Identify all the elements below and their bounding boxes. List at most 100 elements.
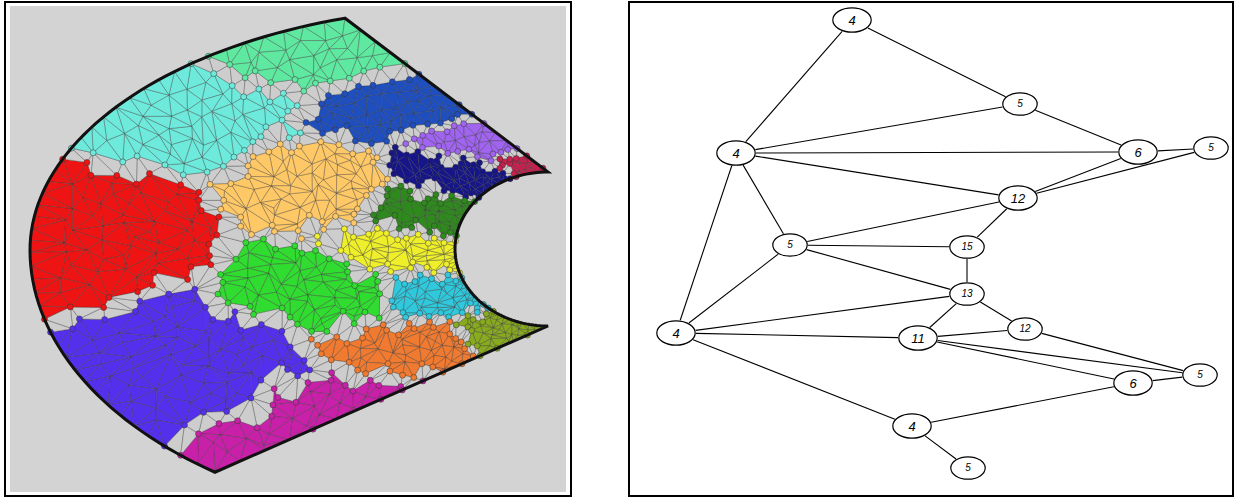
partition-vertex <box>431 235 437 241</box>
partition-vertex <box>407 188 413 194</box>
mesh-triangle <box>271 186 290 194</box>
partition-vertex <box>440 233 446 239</box>
partition-vertex <box>218 272 224 278</box>
partition-vertex <box>461 121 467 127</box>
mesh-triangle <box>271 186 289 199</box>
graph-edge <box>925 436 956 459</box>
partition-vertex <box>366 231 372 237</box>
partition-vertex <box>299 250 305 256</box>
partition-vertex <box>476 160 482 166</box>
partition-vertex <box>438 310 444 316</box>
partition-vertex <box>306 212 312 218</box>
node-ellipse <box>1194 137 1228 159</box>
partition-vertex <box>424 264 430 270</box>
partition-vertex <box>342 382 348 388</box>
partition-vertex <box>215 291 221 297</box>
partition-vertex <box>377 291 383 297</box>
partition-vertex <box>70 326 76 332</box>
partition-vertex <box>312 80 318 86</box>
partition-vertex <box>385 261 391 267</box>
partition-vertex <box>102 317 108 323</box>
partition-vertex <box>211 71 217 77</box>
partition-vertex <box>366 148 372 154</box>
partition-vertex <box>295 373 301 379</box>
partition-vertex <box>295 228 301 234</box>
mesh-triangle <box>126 246 156 269</box>
partition-vertex <box>352 138 358 144</box>
partition-vertex <box>344 341 350 347</box>
partition-vertex <box>216 421 222 427</box>
partition-vertex <box>305 380 311 386</box>
partition-vertex <box>513 155 519 161</box>
mesh-triangle <box>420 337 432 351</box>
mesh-triangle <box>381 92 398 108</box>
mesh-triangle <box>171 110 191 126</box>
partition-vertex <box>462 198 468 204</box>
partition-vertex <box>345 269 351 275</box>
partition-vertex <box>132 309 138 315</box>
partition-vertex <box>275 394 281 400</box>
partition-vertex <box>318 101 324 107</box>
partition-vertex <box>301 357 307 363</box>
partition-vertex <box>224 408 230 414</box>
partition-vertex <box>231 154 237 160</box>
partition-vertex <box>389 79 395 85</box>
partition-vertex <box>180 172 186 178</box>
partition-vertex <box>162 162 168 168</box>
partition-vertex <box>346 359 352 365</box>
partition-vertex <box>361 68 367 74</box>
mesh-triangle <box>123 203 154 221</box>
mesh-triangle <box>192 139 203 158</box>
partition-vertex <box>417 310 423 316</box>
partition-vertex <box>279 360 285 366</box>
mesh-triangle <box>129 385 156 401</box>
partition-vertex <box>315 342 321 348</box>
partition-vertex <box>471 162 477 168</box>
mesh-triangle <box>361 162 373 189</box>
partition-vertex <box>415 149 421 155</box>
partition-vertex <box>260 236 266 242</box>
partition-vertex <box>220 163 226 169</box>
mesh-triangle <box>229 366 252 374</box>
partition-vertex <box>421 200 427 206</box>
partition-vertex <box>374 225 380 231</box>
mesh-partition <box>30 18 548 472</box>
mesh-triangle <box>402 332 420 347</box>
partition-vertex <box>354 206 360 212</box>
graph-edge <box>1035 110 1121 145</box>
partition-vertex <box>202 304 208 310</box>
partition-vertex <box>285 108 291 114</box>
partition-vertex <box>474 343 480 349</box>
partition-vertex <box>325 92 331 98</box>
partition-vertex <box>441 240 447 246</box>
partition-vertex <box>404 152 410 158</box>
partition-vertex <box>455 148 461 154</box>
partition-vertex <box>373 218 379 224</box>
mesh-triangle <box>32 217 66 229</box>
mesh-triangle <box>252 356 262 381</box>
partition-vertex <box>318 351 324 357</box>
panel-frame <box>5 2 571 496</box>
partition-vertex <box>355 83 361 89</box>
node-weight: 5 <box>1208 143 1214 153</box>
partition-vertex <box>404 178 410 184</box>
mesh-triangle <box>136 156 149 184</box>
partition-vertex <box>441 188 447 194</box>
partition-vertex <box>370 82 376 88</box>
partition-vertex <box>406 77 412 83</box>
partition-vertex <box>135 289 141 295</box>
partition-vertex <box>241 94 247 100</box>
partition-vertex <box>273 246 279 252</box>
partition-vertex <box>198 208 204 214</box>
mesh-triangle <box>407 90 419 101</box>
mesh-triangle <box>259 50 286 67</box>
partition-vertex <box>280 90 286 96</box>
partition-vertex <box>431 270 437 276</box>
mesh-triangle <box>438 303 455 308</box>
mesh-triangle <box>427 254 444 260</box>
graph-node: 5 <box>772 233 808 257</box>
mesh-triangle <box>336 181 352 193</box>
graph-edge <box>693 340 895 420</box>
